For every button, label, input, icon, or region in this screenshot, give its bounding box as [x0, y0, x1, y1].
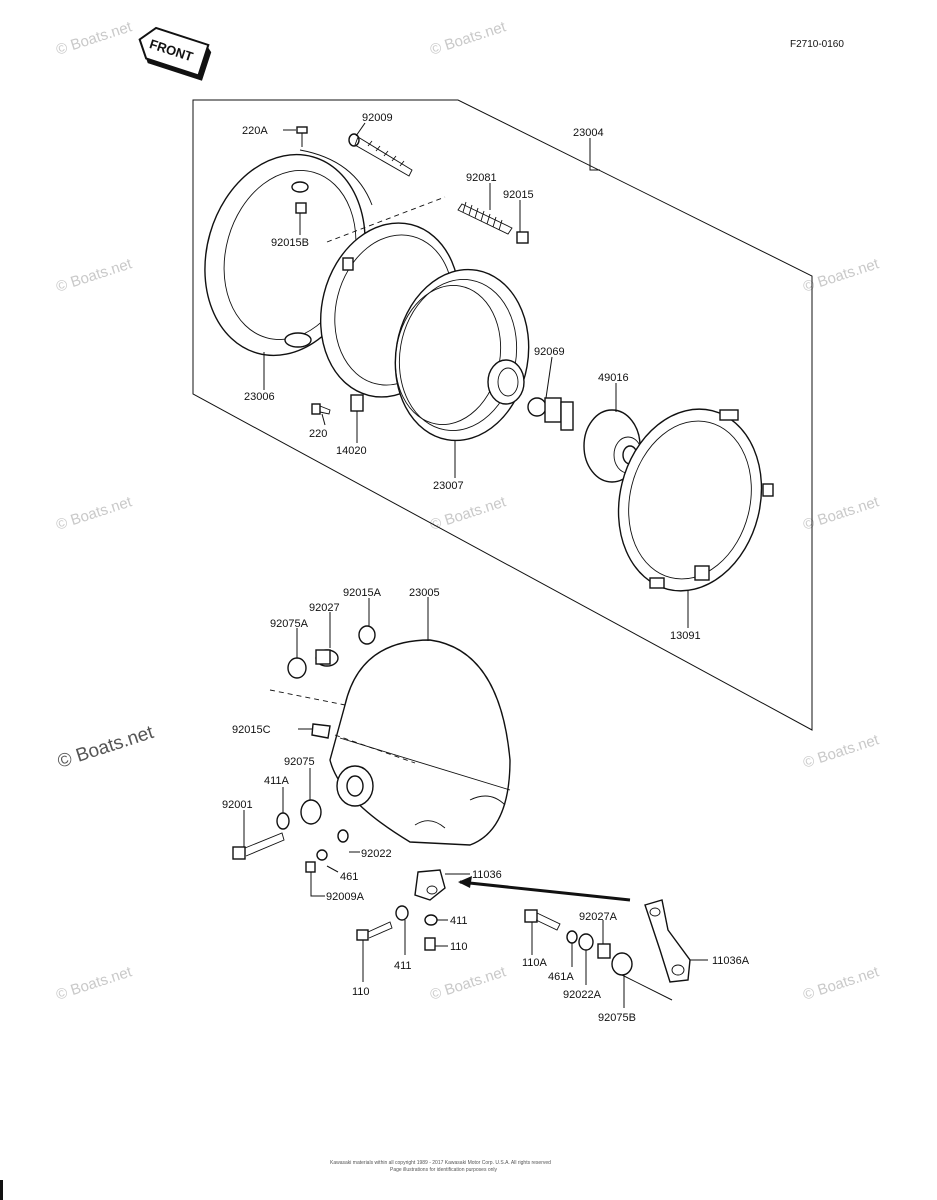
label-110-bottom: 110: [352, 986, 370, 998]
reference-dash-1: [326, 196, 446, 243]
screw-220A: [296, 126, 308, 147]
washer-461A: [566, 930, 578, 944]
spring-92081: [457, 201, 513, 235]
label-92015C: 92015C: [232, 724, 271, 736]
label-92009: 92009: [362, 112, 393, 124]
reference-dash-2: [269, 689, 346, 706]
label-11036A: 11036A: [712, 955, 750, 967]
replacement-arrowhead: [458, 876, 472, 888]
label-92075: 92075: [284, 756, 315, 768]
label-13091: 13091: [670, 630, 701, 642]
label-92027: 92027: [309, 602, 340, 614]
bolt-92001: [232, 832, 285, 860]
watermark-11: © Boats.net: [54, 963, 135, 1004]
label-92069: 92069: [534, 346, 565, 358]
socket-92069: [487, 359, 525, 405]
label-23006: 23006: [244, 391, 275, 403]
washer-461: [316, 849, 328, 861]
label-92022A: 92022A: [563, 989, 602, 1001]
label-411-right: 411: [450, 915, 468, 927]
label-23005: 23005: [409, 587, 440, 599]
label-411-bottom: 411: [394, 960, 412, 972]
label-92081: 92081: [466, 172, 497, 184]
nut-92015A: [358, 625, 376, 645]
watermark-13: © Boats.net: [801, 963, 882, 1004]
grommet-92075: [300, 799, 322, 825]
label-23007: 23007: [433, 480, 464, 492]
watermark-1: © Boats.net: [54, 18, 135, 59]
label-23004: 23004: [573, 127, 604, 139]
edge-mark: [0, 1180, 3, 1200]
label-92001: 92001: [222, 799, 253, 811]
label-411A: 411A: [264, 775, 290, 787]
watermark-4: © Boats.net: [801, 255, 882, 296]
label-14020: 14020: [336, 445, 367, 457]
washer-411-right: [424, 914, 438, 926]
label-110A: 110A: [522, 957, 548, 969]
nut-92022A: [578, 933, 594, 951]
nut-92022: [337, 829, 349, 843]
footer-note: Page illustrations for identification pu…: [390, 1167, 498, 1173]
watermark-7: © Boats.net: [801, 493, 882, 534]
label-49016: 49016: [598, 372, 629, 384]
washer-92075A: [287, 657, 307, 679]
label-461: 461: [340, 871, 358, 883]
front-arrow: FRONT: [138, 26, 212, 81]
bracket-11036: [414, 869, 446, 901]
figure-code: F2710-0160: [790, 39, 844, 50]
footer-copyright: Kawasaki materials within all copyright …: [330, 1160, 551, 1166]
bulb: [527, 397, 574, 431]
label-92022: 92022: [361, 848, 392, 860]
mount-ring-13091: [617, 408, 774, 592]
nut-92015: [516, 231, 529, 244]
screw-92009A: [305, 861, 316, 873]
replacement-arrow: [459, 880, 631, 902]
washer-411-bottom: [395, 905, 409, 921]
clip-92015C: [311, 723, 331, 739]
label-461A: 461A: [548, 971, 574, 983]
label-92075A: 92075A: [270, 618, 309, 630]
collar-92027A: [597, 943, 611, 959]
bolt-110-right: [424, 937, 436, 951]
label-92015B: 92015B: [271, 237, 309, 249]
collar-92027: [315, 649, 339, 667]
watermark-8: © Boats.net: [55, 722, 157, 773]
leader-lines: [243, 122, 708, 1008]
bolt-110-bottom: [356, 921, 393, 941]
label-92009A: 92009A: [326, 891, 365, 903]
label-110-right: 110: [450, 941, 468, 953]
label-220: 220: [309, 428, 327, 440]
label-11036: 11036: [472, 869, 502, 881]
watermark-2: © Boats.net: [428, 18, 509, 59]
screw-92009: [348, 133, 413, 177]
grommet-92075B: [611, 952, 633, 976]
watermark-10: © Boats.net: [801, 731, 882, 772]
label-92015: 92015: [503, 189, 534, 201]
screw-220: [311, 403, 331, 415]
label-220A: 220A: [242, 125, 268, 137]
housing-23005: [329, 639, 511, 846]
reference-line-right: [621, 974, 673, 1001]
label-92075B: 92075B: [598, 1012, 636, 1024]
label-92015A: 92015A: [343, 587, 382, 599]
watermark-3: © Boats.net: [54, 255, 135, 296]
part-labels: 220A 92009 23004 92081 92015 92015B 9206…: [222, 112, 750, 1024]
nut-92015B: [295, 202, 307, 214]
watermark-12: © Boats.net: [428, 963, 509, 1004]
watermark-5: © Boats.net: [54, 493, 135, 534]
bolt-110A: [524, 909, 561, 931]
washer-411A: [276, 812, 290, 830]
bracket-11036A: [644, 899, 691, 983]
label-92027A: 92027A: [579, 911, 618, 923]
assembly-box-23004: [192, 99, 813, 731]
